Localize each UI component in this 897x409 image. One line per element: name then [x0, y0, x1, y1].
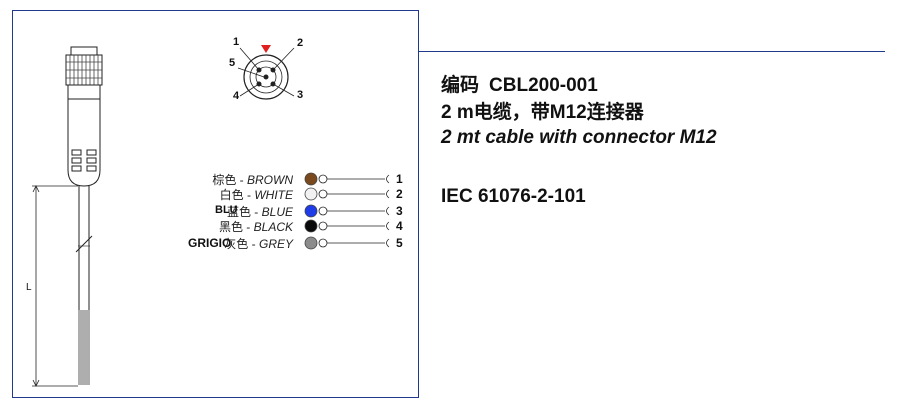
key-marker-icon: [261, 45, 271, 53]
wire-label-grey: 灰色 - GREY: [224, 237, 293, 251]
cable-jacket: [75, 186, 93, 310]
pin-label-5: 5: [229, 57, 236, 69]
wire-leads: [318, 174, 390, 248]
cable-drawing: [32, 45, 390, 387]
wire-dot-black: [304, 219, 318, 233]
wire-pin-5: 5: [396, 236, 403, 250]
product-code-label: 编码: [441, 75, 480, 96]
wire-pin-3: 3: [396, 204, 403, 218]
pin-label-1: 1: [233, 36, 240, 48]
wire-dot-grey: [304, 236, 318, 250]
product-code-value: CBL200-001: [489, 75, 598, 96]
product-description-cn: 2 m电缆，带M12连接器: [441, 102, 644, 123]
wire-label-black: 黑色 - BLACK: [218, 220, 293, 234]
overlay-label-blu: BLU: [215, 204, 238, 216]
product-description-en: 2 mt cable with connector M12: [441, 127, 717, 148]
length-dimension: [32, 185, 78, 387]
length-label: L: [26, 282, 32, 293]
wire-dot-brown: [304, 172, 318, 186]
wire-pin-2: 2: [396, 187, 403, 201]
cable-wire-ends: [78, 310, 90, 385]
wire-label-white: 白色 - WHITE: [219, 188, 293, 202]
overlay-label-grigio: GRIGIO: [188, 236, 232, 250]
pin-label-3: 3: [297, 89, 304, 101]
product-standard: IEC 61076-2-101: [441, 186, 586, 207]
wire-dot-white: [304, 187, 318, 201]
wire-pin-1: 1: [396, 172, 403, 186]
wire-pin-4: 4: [396, 219, 403, 233]
wire-color-dots: [304, 172, 318, 250]
pin-label-2: 2: [297, 37, 304, 49]
wire-label-brown: 棕色 - BROWN: [212, 173, 293, 187]
header-rule: [419, 51, 885, 52]
wire-label-blue: 蓝色 - BLUE: [226, 205, 293, 219]
connector-body: [65, 46, 103, 187]
product-code-line: 编码 CBL200-001: [441, 70, 598, 97]
m12-pin-face: [237, 47, 295, 100]
wire-dot-blue: [304, 204, 318, 218]
pin-label-4: 4: [233, 90, 240, 102]
